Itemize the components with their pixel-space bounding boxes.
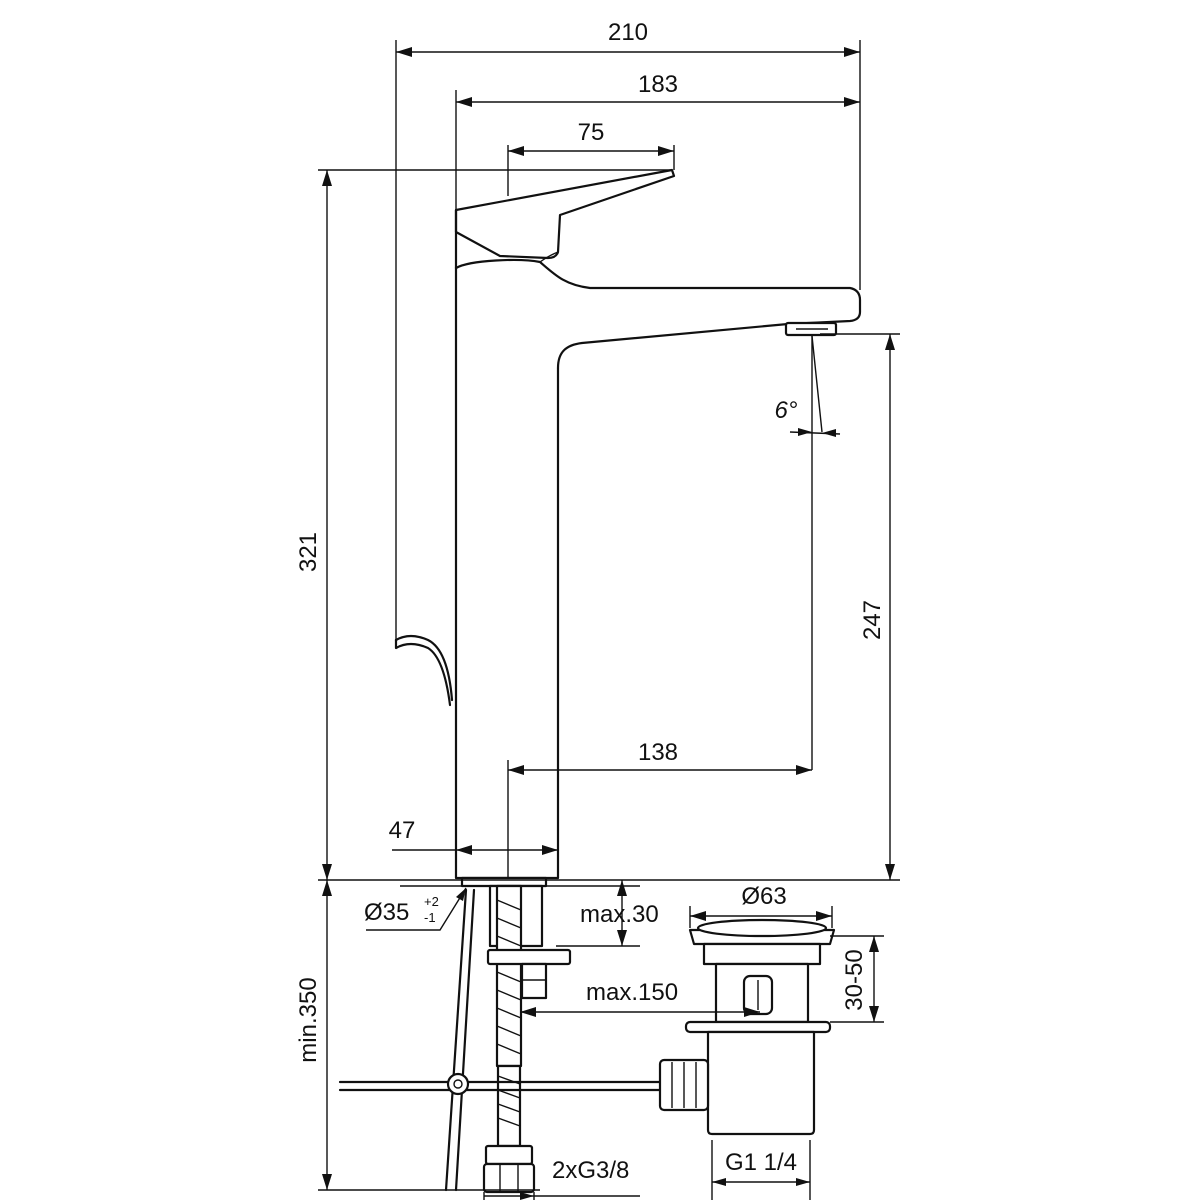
min-supply-length-label: min.350	[295, 977, 322, 1062]
waste-thread-label: G1 1/4	[725, 1149, 797, 1176]
under-sink-fittings	[338, 884, 836, 1194]
lever-length-label: 75	[578, 119, 605, 146]
hole-tolerance-minus: -1	[424, 910, 436, 925]
body-diameter-label: 47	[389, 817, 416, 844]
hole-diameter-label: Ø35	[364, 899, 409, 926]
supply-connections-label: 2xG3/8	[552, 1157, 629, 1184]
waste-height-label: 30-50	[841, 949, 868, 1010]
dimension-labels: 210 183 75 321 247 138 47 6° Ø35 +2 -1 m…	[295, 19, 886, 1184]
overall-width-label: 210	[608, 19, 648, 46]
spout-reach-label: 183	[638, 71, 678, 98]
spout-height-label: 247	[859, 600, 886, 640]
overall-height-label: 321	[295, 532, 322, 572]
spout-projection-label: 138	[638, 739, 678, 766]
dimension-lines	[318, 40, 900, 1200]
max-rod-length-label: max.150	[586, 979, 678, 1006]
hole-tolerance-plus: +2	[424, 894, 439, 909]
waste-diameter-label: Ø63	[741, 883, 786, 910]
spout-angle-label: 6°	[775, 397, 798, 424]
max-deck-thickness-label: max.30	[580, 901, 659, 928]
faucet-body	[394, 168, 862, 888]
